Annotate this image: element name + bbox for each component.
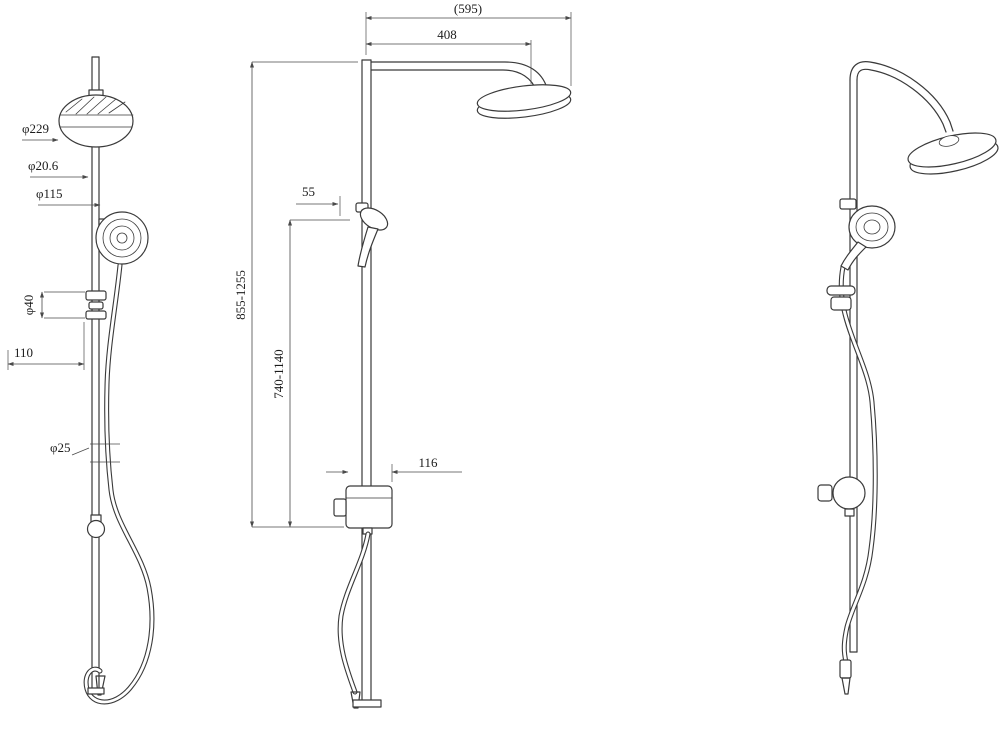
pipe-foot: [87, 687, 105, 695]
riser-pipe: [91, 56, 100, 689]
shower-hose: [838, 264, 878, 695]
dim-overhead-diameter: φ229: [22, 121, 49, 136]
shower-arm: [849, 61, 954, 133]
shower-hose: [337, 531, 371, 709]
overhead-shower: [58, 89, 134, 148]
dim-handshower-diameter: φ115: [36, 186, 63, 201]
hose-nozzle: [841, 677, 851, 695]
dim-overall-height: 855-1255: [233, 270, 248, 320]
overhead-shower: [476, 84, 572, 119]
inlet-elbow: [86, 514, 106, 539]
riser-pipe: [361, 59, 372, 701]
slider-bracket: [85, 290, 107, 320]
mixer-valve: [333, 485, 393, 535]
perspective-view: [817, 61, 999, 695]
dim-slider-diameter: φ40: [21, 295, 36, 316]
hand-shower: [355, 202, 389, 268]
mixer-valve: [817, 476, 866, 517]
riser-pipe: [849, 79, 858, 653]
dim-hose-diameter: φ25: [50, 440, 71, 455]
dim-riser-height: 740-1140: [271, 349, 286, 398]
pipe-foot: [352, 699, 382, 708]
dim-pipe-diameter: φ20.6: [28, 158, 59, 173]
hand-shower: [839, 198, 896, 271]
dim-overall-width: (595): [454, 1, 482, 16]
dim-bracket-length: 110: [14, 345, 33, 360]
overhead-shower: [907, 132, 999, 175]
side-view: φ229 φ20.6 φ115 φ40 110 φ25: [7, 56, 155, 705]
dimension-lines-side: φ229 φ20.6 φ115 φ40 110 φ25: [7, 121, 120, 463]
dim-valve-width: 116: [418, 455, 438, 470]
dimension-lines-front: (595) 408 855-1255 740-1140 55 116: [233, 1, 572, 528]
dim-holder-offset: 55: [302, 184, 315, 199]
hose-coupling: [839, 659, 852, 679]
dim-arm-reach: 408: [437, 27, 457, 42]
hand-shower: [95, 211, 149, 265]
shower-hose: [83, 262, 155, 705]
front-view: (595) 408 855-1255 740-1140 55 116: [233, 1, 572, 709]
slider-bracket: [826, 285, 856, 311]
